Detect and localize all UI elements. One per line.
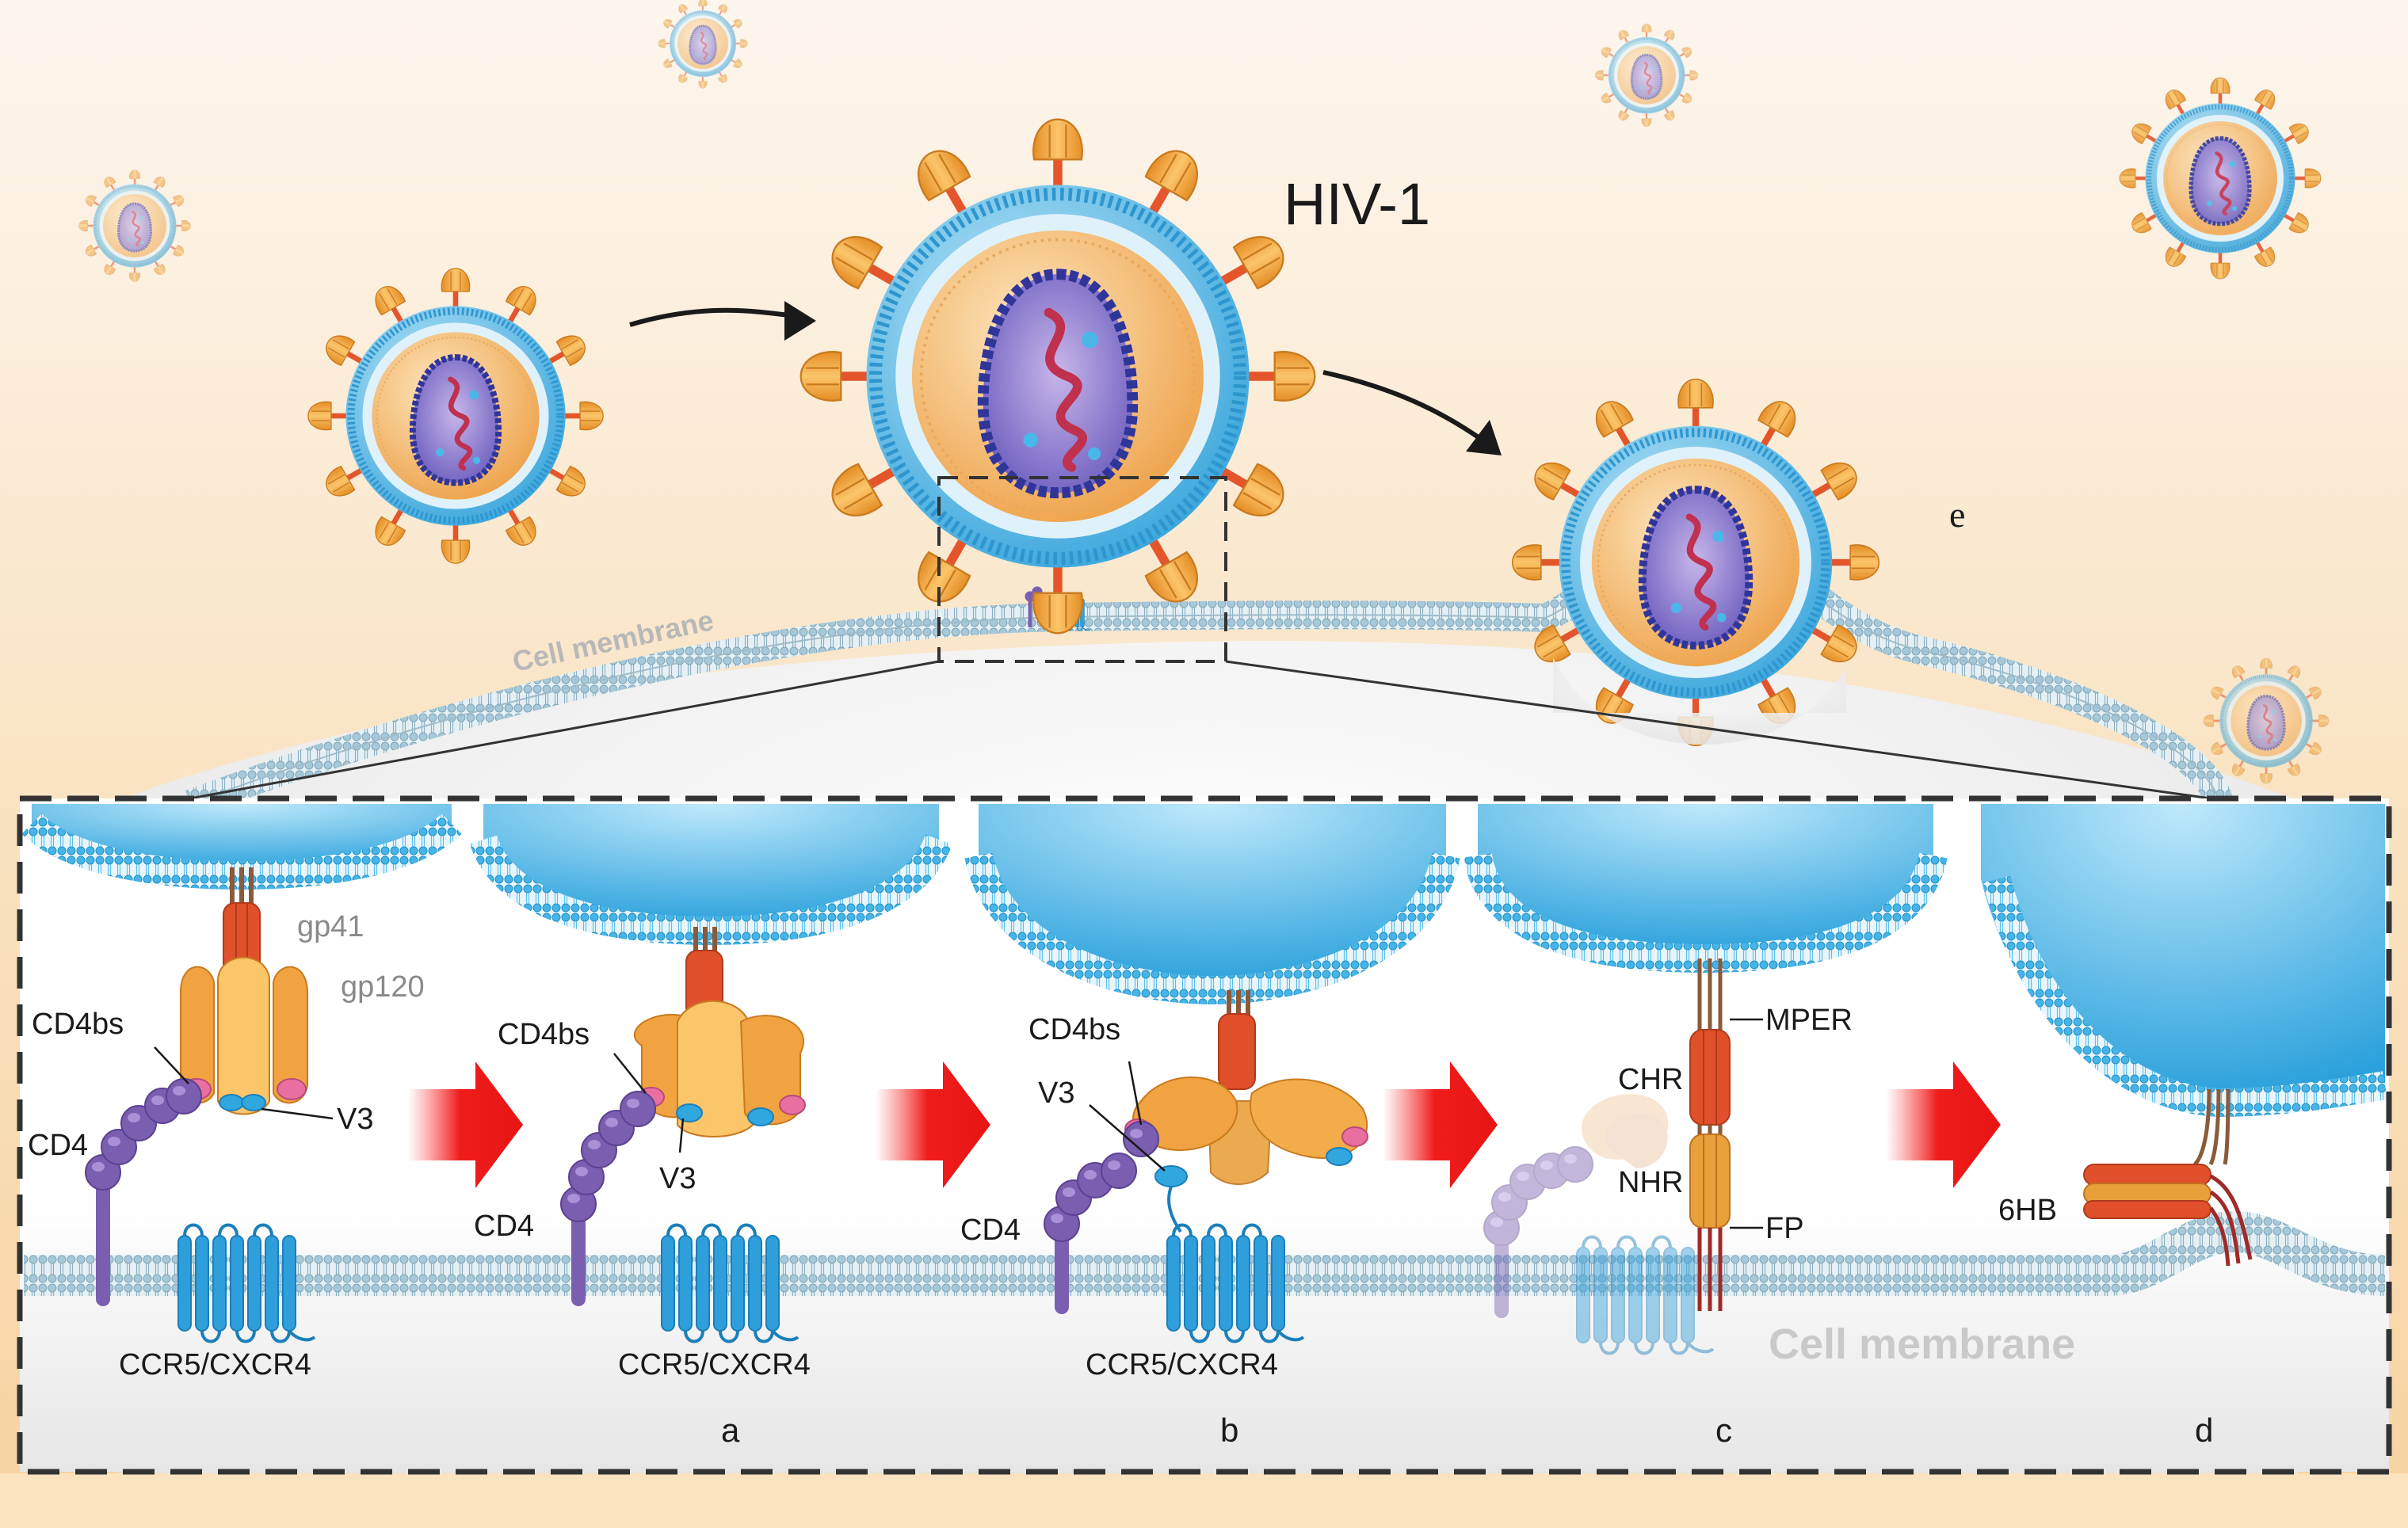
step-arrow-2 — [876, 1061, 990, 1188]
zoom-box — [937, 476, 1227, 663]
zoom-line-left — [189, 660, 940, 800]
label-6hb: 6HB — [1998, 1194, 2057, 1227]
label-mper: MPER — [1765, 1004, 1853, 1037]
label-gp41: gp41 — [297, 910, 364, 943]
cd4-receptor — [560, 1091, 656, 1306]
label-chr: CHR — [1618, 1063, 1683, 1096]
title-hiv1: HIV-1 — [1284, 171, 1430, 237]
panel-initial: gp41 gp120 CD4bs V3 CD4 CCR5/CXCR4 — [28, 867, 425, 1381]
label-nhr: NHR — [1618, 1166, 1683, 1199]
label-cd4bs: CD4bs — [498, 1018, 590, 1051]
arrow-fusion-head — [1466, 420, 1502, 455]
label-cd4: CD4 — [474, 1210, 534, 1243]
label-coreceptor: CCR5/CXCR4 — [119, 1348, 311, 1381]
virion-fusing — [1513, 379, 1879, 745]
label-cd4: CD4 — [28, 1129, 88, 1162]
label-fp: FP — [1765, 1212, 1804, 1245]
zoom-line-right — [1225, 660, 2211, 800]
panel-c: MPER CHR NHR FP c — [1483, 958, 1853, 1449]
cd4-receptor — [85, 1078, 202, 1306]
arrow-approach-head — [784, 301, 816, 341]
label-gp120: gp120 — [341, 970, 425, 1004]
cd4-receptor — [1044, 1121, 1159, 1314]
step-arrow-3 — [1383, 1061, 1498, 1188]
arrow-fusion — [1322, 370, 1483, 442]
stage-e-label: e — [1949, 494, 1965, 535]
label-coreceptor: CCR5/CXCR4 — [1086, 1348, 1278, 1381]
panel-a: CD4bs V3 CD4 CCR5/CXCR4 a — [474, 927, 811, 1449]
panel-letter-a: a — [721, 1412, 740, 1449]
step-arrow-4 — [1886, 1061, 2001, 1188]
arrow-approach — [629, 307, 801, 327]
label-v3: V3 — [659, 1162, 696, 1195]
label-cd4: CD4 — [960, 1214, 1021, 1247]
panel-letter-c: c — [1715, 1412, 1732, 1449]
step-arrows — [408, 1061, 2001, 1188]
panel-letter-b: b — [1220, 1412, 1238, 1449]
panel-letter-d: d — [2195, 1412, 2213, 1449]
label-cd4bs: CD4bs — [1028, 1013, 1120, 1046]
panel-d: 6HB d — [1998, 1088, 2253, 1449]
panel-b: CD4bs V3 CD4 CCR5/CXCR4 b — [960, 990, 1368, 1449]
label-v3: V3 — [1038, 1076, 1074, 1110]
label-cd4bs: CD4bs — [32, 1008, 124, 1041]
label-coreceptor: CCR5/CXCR4 — [618, 1348, 811, 1381]
six-helix-bundle — [2083, 1088, 2253, 1267]
label-v3: V3 — [337, 1103, 373, 1136]
gp41-stalk — [223, 867, 261, 975]
envelope-caps — [21, 804, 2387, 1118]
prehairpin-intermediate — [1689, 958, 1731, 1311]
cell-membrane-label-bottom: Cell membrane — [1769, 1320, 2075, 1368]
step-arrow-1 — [408, 1061, 523, 1188]
